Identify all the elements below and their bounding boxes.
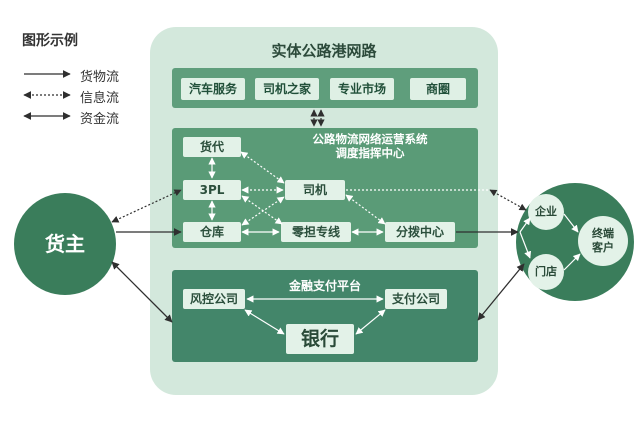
node-freight-agent: 货代 <box>183 137 241 157</box>
node-driver: 司机 <box>285 180 345 200</box>
operations-title: 公路物流网络运营系统 调度指挥中心 <box>270 132 470 160</box>
enterprise-circle: 企业 <box>528 194 564 230</box>
service-driver-home: 司机之家 <box>255 78 319 100</box>
node-bank: 银行 <box>286 324 354 354</box>
service-business-circle: 商圈 <box>410 78 466 100</box>
operations-title-line1: 公路物流网络运营系统 <box>312 132 428 146</box>
finance-title: 金融支付平台 <box>288 279 361 293</box>
platform-title: 实体公路港网路 <box>271 42 377 60</box>
legend-label-info: 信息流 <box>80 91 120 106</box>
node-distribution-center: 分拨中心 <box>385 222 455 242</box>
operations-title-line2: 调度指挥中心 <box>335 146 405 160</box>
legend-title: 图形示例 <box>22 33 78 49</box>
legend-label-fund: 资金流 <box>80 112 120 127</box>
shipper-circle: 货主 <box>14 193 116 295</box>
node-payment-company: 支付公司 <box>385 289 447 309</box>
node-warehouse: 仓库 <box>183 222 241 242</box>
service-market: 专业市场 <box>330 78 394 100</box>
legend-label-goods: 货物流 <box>80 70 120 85</box>
node-ltl-line: 零担专线 <box>281 222 351 242</box>
terminal-customer-circle: 终端客户 <box>578 216 628 266</box>
node-risk-control: 风控公司 <box>183 289 245 309</box>
store-circle: 门店 <box>528 254 564 290</box>
node-3pl: 3PL <box>183 180 241 200</box>
service-car: 汽车服务 <box>181 78 245 100</box>
terminal-customer-label: 终端客户 <box>592 227 614 254</box>
